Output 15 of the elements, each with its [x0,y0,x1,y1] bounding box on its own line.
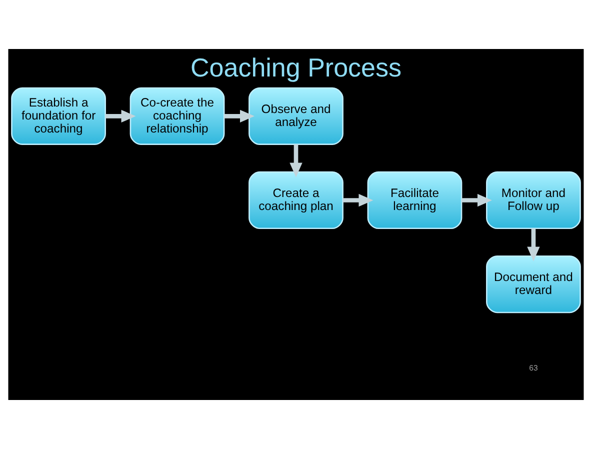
node-box: Co-create the coaching relationship [130,87,225,145]
node-box: Create a coaching plan [248,171,344,230]
node-box: Facilitate learning [367,171,462,230]
label: 63 [529,363,538,372]
node-box: Establish a foundation for coaching [11,87,106,145]
arrow [105,110,136,123]
diagram-title: Coaching Process [190,52,402,83]
arrow [290,144,302,178]
node-box: Observe and analyze [248,87,344,145]
arrow [342,194,374,207]
node-box: Monitor and Follow up [486,171,581,230]
arrow [527,228,540,262]
arrow [462,194,492,207]
node-box: Document and reward [486,255,581,314]
arrow [224,110,255,123]
